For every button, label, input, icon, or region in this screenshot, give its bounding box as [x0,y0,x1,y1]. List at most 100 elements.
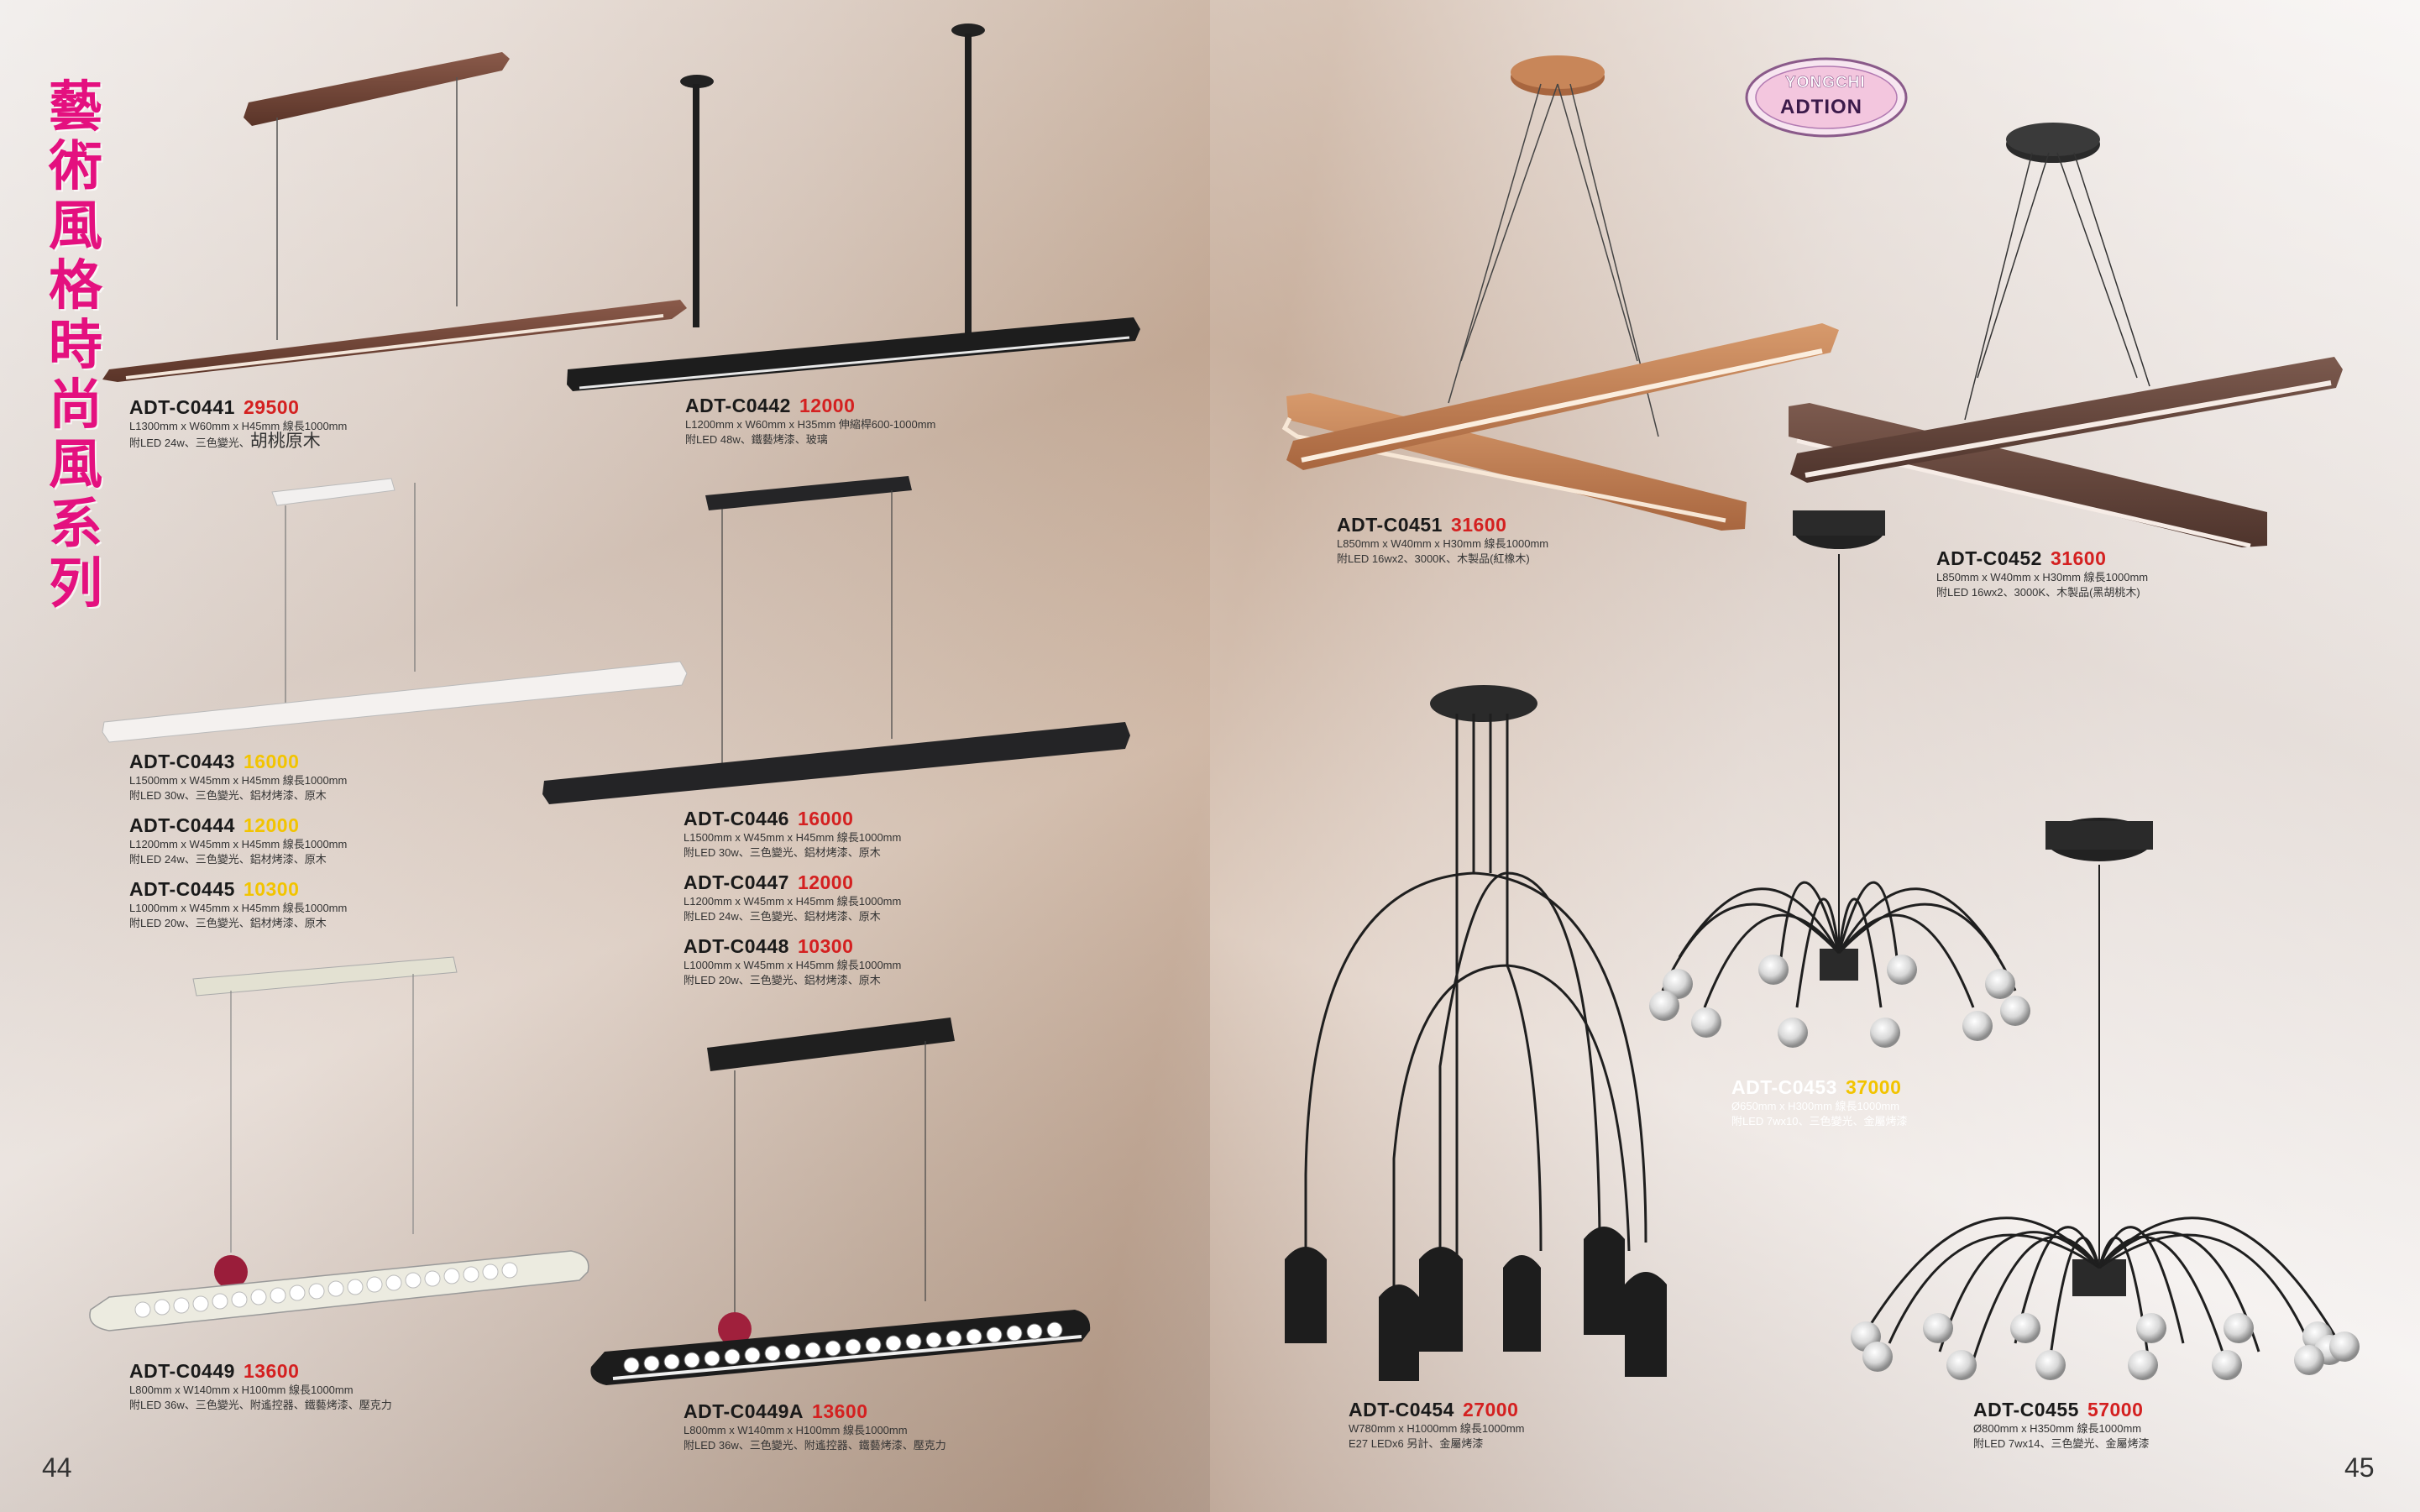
product-spec: 附LED 30w、三色變光、鋁材烤漆、原木 [684,846,881,859]
product-spec: 附LED 7wx14、三色變光、金屬烤漆 [1973,1437,2150,1450]
product-spec: W780mm x H1000mm 線長1000mm [1349,1422,1525,1435]
product-c0442: ADT-C0442 12000 L1200mm x W60mm x H35mm 伸… [685,395,935,447]
product-spec: 附LED 16wx2、3000K、木製品(黑胡桃木) [1936,586,2140,599]
page-number-left: 44 [42,1452,72,1483]
product-c0449a: ADT-C0449A 13600 L800mm x W140mm x H100mm… [684,1400,946,1453]
product-spec: Ø800mm x H350mm 線長1000mm [1973,1422,2142,1435]
product-spec: L1200mm x W45mm x H45mm 線長1000mm [129,838,348,850]
product-price: 57000 [2087,1399,2144,1420]
product-material: 胡桃原木 [249,432,321,451]
title-char: 格 [49,254,102,317]
title-char: 系 [49,493,102,556]
product-price: 13600 [812,1400,868,1422]
lamp-c0451-illustration [1281,55,1839,531]
title-char: 藝 [49,76,102,139]
product-code: ADT-C0446 [684,808,789,829]
product-code: ADT-C0454 [1349,1399,1454,1420]
c0449-holes [134,1262,518,1318]
title-char: 風 [49,433,102,496]
title-char: 列 [49,552,102,615]
product-spec: 附LED 24w、三色變光、鋁材烤漆、原木 [129,853,327,866]
product-c0447: ADT-C0447 12000 L1200mm x W45mm x H45mm 線… [684,871,901,924]
title-char: 時 [49,314,102,377]
lamp-c0443-illustration [102,478,688,743]
product-code: ADT-C0449 [129,1360,235,1382]
product-code: ADT-C0449A [684,1400,804,1422]
product-price: 10300 [797,935,854,957]
product-spec: L1000mm x W45mm x H45mm 線長1000mm [684,959,902,971]
product-spec: 附LED 48w、鐵藝烤漆、玻璃 [685,433,828,446]
product-price: 12000 [799,395,856,416]
product-spec: 附LED 20w、三色變光、鋁材烤漆、原木 [684,974,881,986]
product-price: 29500 [243,396,300,418]
lamp-c0454-illustration [1285,685,1667,1381]
product-code: ADT-C0444 [129,814,235,836]
product-code: ADT-C0443 [129,751,235,772]
product-price: 12000 [243,814,300,836]
product-code: ADT-C0452 [1936,547,2042,569]
logo-badge-icon [1745,57,1908,138]
product-code: ADT-C0441 [129,396,235,418]
product-spec: L800mm x W140mm x H100mm 線長1000mm [684,1424,908,1436]
product-code: ADT-C0447 [684,871,789,893]
product-c0454: ADT-C0454 27000 W780mm x H1000mm 線長1000mm… [1349,1399,1525,1452]
page-number-right: 45 [2344,1452,2375,1483]
lamp-c0452-illustration [1789,123,2343,548]
product-code: ADT-C0442 [685,395,791,416]
product-price: 27000 [1462,1399,1519,1420]
product-spec: 附LED 24w、三色變光、鋁材烤漆、原木 [684,910,881,923]
product-c0449: ADT-C0449 13600 L800mm x W140mm x H100mm … [129,1360,392,1413]
product-spec: L1000mm x W45mm x H45mm 線長1000mm [129,902,348,914]
product-spec: 附LED 20w、三色變光、鋁材烤漆、原木 [129,917,327,929]
logo-line1: YONGCHI [1785,74,1866,92]
product-c0446: ADT-C0446 16000 L1500mm x W45mm x H45mm 線… [684,808,901,861]
product-price: 31600 [1450,514,1507,536]
product-price: 10300 [243,878,300,900]
product-price: 37000 [1845,1076,1902,1098]
product-spec: L850mm x W40mm x H30mm 線長1000mm [1337,537,1549,550]
product-code: ADT-C0453 [1731,1076,1837,1098]
lamp-c0453-illustration [1661,510,2017,1008]
product-c0452: ADT-C0452 31600 L850mm x W40mm x H30mm 線長… [1936,547,2148,600]
product-c0451: ADT-C0451 31600 L850mm x W40mm x H30mm 線長… [1337,514,1548,567]
lamp-c0441-illustration [102,52,687,382]
product-spec: L1200mm x W60mm x H35mm 伸縮桿600-1000mm [685,418,936,431]
product-price: 16000 [797,808,854,829]
lamp-c0442-illustration [567,24,1140,391]
product-spec: L1300mm x W60mm x H45mm 線長1000mm [129,420,348,432]
product-spec: Ø650mm x H300mm 線長1000mm [1731,1100,1900,1112]
product-c0441: ADT-C0441 29500 L1300mm x W60mm x H45mm 線… [129,396,347,451]
product-spec: L850mm x W40mm x H30mm 線長1000mm [1936,571,2149,583]
product-spec: 附LED 30w、三色變光、鋁材烤漆、原木 [129,789,327,802]
product-c0448: ADT-C0448 10300 L1000mm x W45mm x H45mm 線… [684,935,901,988]
product-code: ADT-C0455 [1973,1399,2079,1420]
product-spec: L1200mm x W45mm x H45mm 線長1000mm [684,895,902,908]
product-price: 13600 [243,1360,300,1382]
product-spec: 附LED 16wx2、3000K、木製品(紅橡木) [1337,552,1530,565]
product-price: 12000 [797,871,854,893]
brand-logo: YONGCHI ADTION [1743,55,1909,139]
product-spec: 附LED 24w、三色變光、 [129,437,250,449]
product-code: ADT-C0448 [684,935,789,957]
lamp-c0446-illustration [542,476,1130,804]
product-spec: L1500mm x W45mm x H45mm 線長1000mm [684,831,902,844]
product-spec: E27 LEDx6 另計、金屬烤漆 [1349,1437,1484,1450]
c0449a-holes [623,1321,1063,1373]
product-spec: 附LED 36w、三色變光、附遙控器、鐵藝烤漆、壓克力 [684,1439,946,1452]
title-char: 術 [49,135,102,198]
product-c0445: ADT-C0445 10300 L1000mm x W45mm x H45mm 線… [129,878,347,931]
product-spec: L800mm x W140mm x H100mm 線長1000mm [129,1384,354,1396]
title-char: 尚 [49,374,102,437]
lamp-c0455-bulbs [1851,1313,2360,1380]
product-price: 16000 [243,751,300,772]
series-title: 藝 術 風 格 時 尚 風 系 列 [42,77,109,614]
product-code: ADT-C0451 [1337,514,1443,536]
product-code: ADT-C0445 [129,878,235,900]
lamp-c0455-illustration [1862,818,2336,1369]
product-spec: 附LED 7wx10、三色變光、金屬烤漆 [1731,1115,1908,1127]
product-price: 31600 [2050,547,2107,569]
product-spec: 附LED 36w、三色變光、附遙控器、鐵藝烤漆、壓克力 [129,1399,392,1411]
